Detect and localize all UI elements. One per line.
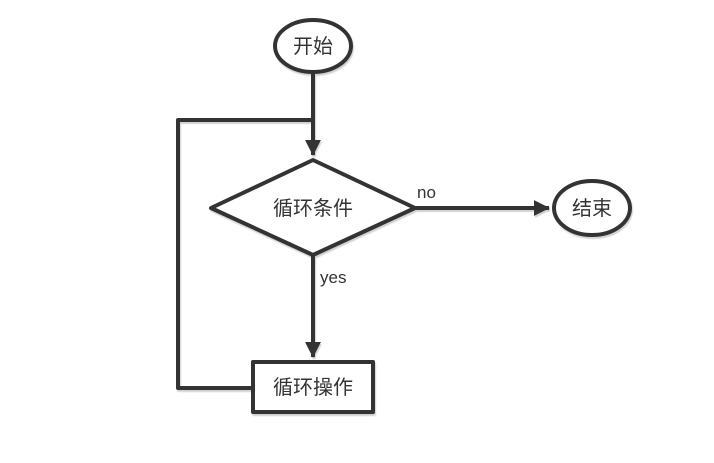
- edge-operation-to-condition: [176, 118, 313, 390]
- node-start-label: 开始: [293, 35, 333, 58]
- node-end-ellipse: [552, 179, 632, 237]
- node-operation-rectangle: [251, 360, 375, 414]
- node-condition-label: 循环条件: [273, 197, 353, 220]
- node-end-label: 结束: [572, 197, 612, 220]
- edge-label-yes: yes: [320, 268, 346, 287]
- node-start-ellipse: [273, 18, 353, 74]
- edge-label-no: no: [417, 183, 436, 202]
- node-operation-label: 循环操作: [273, 376, 353, 399]
- node-condition-diamond: [209, 158, 417, 257]
